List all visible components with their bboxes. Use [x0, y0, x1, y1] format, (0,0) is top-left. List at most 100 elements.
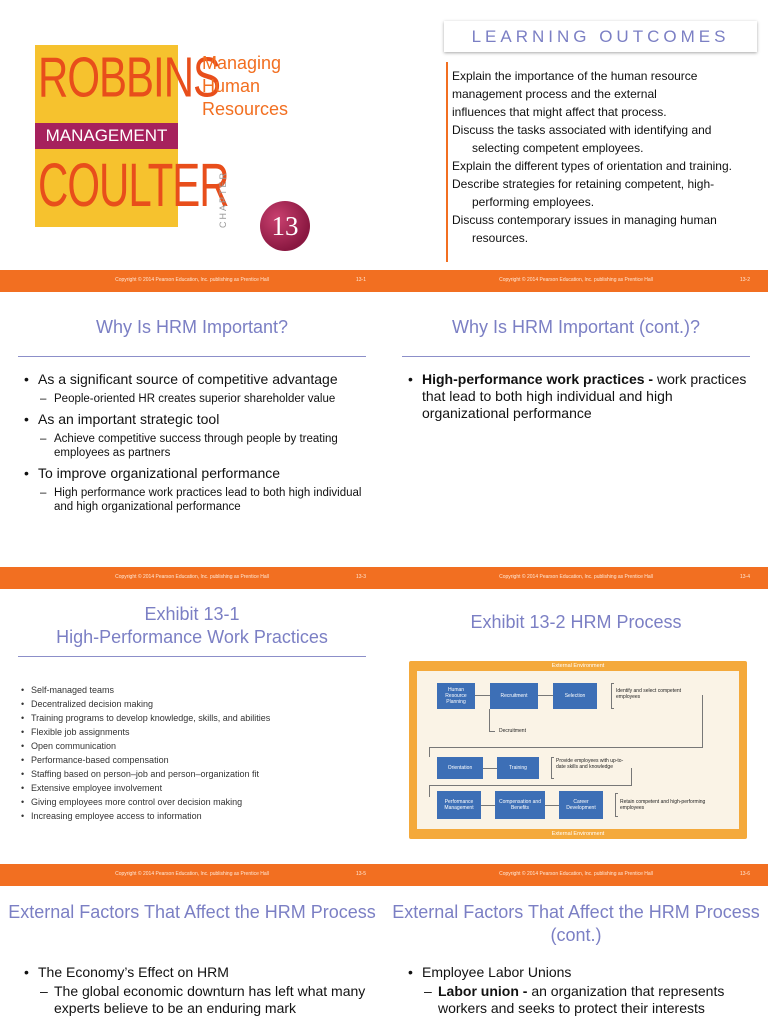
chapter-subject: Managing Human Resources — [202, 52, 288, 121]
connector — [545, 805, 559, 806]
box-compensation-benefits: Compensation and Benefits — [495, 791, 545, 819]
copyright-text: Copyright © 2014 Pearson Education, Inc.… — [115, 277, 269, 283]
box-career-development: Career Development — [559, 791, 603, 819]
connector — [481, 805, 495, 806]
subject-line: Resources — [202, 99, 289, 119]
book-band: MANAGEMENT — [35, 123, 178, 149]
connector — [429, 785, 632, 786]
slide-title: External Factors That Affect the HRM Pro… — [8, 902, 376, 922]
slide-chapter-cover: ROBBINS MANAGEMENT COULTER Managing Huma… — [0, 0, 384, 297]
box-recruitment: Recruitment — [490, 683, 538, 709]
note-provide: Provide employees with up-to-date skills… — [556, 758, 624, 770]
book-author-bottom: COULTER — [38, 150, 230, 219]
bullet-list: Employee Labor Unions Labor union - an o… — [406, 964, 750, 1022]
connector — [429, 747, 703, 748]
slide-number: 13-6 — [739, 871, 750, 877]
slide-number: 13-1 — [355, 277, 366, 283]
box-performance-management: Performance Management — [437, 791, 481, 819]
outcome-item: influences that might affect that proces… — [452, 105, 667, 119]
list-item: Flexible job assignments — [20, 725, 270, 739]
label-decruitment: Decruitment — [499, 728, 526, 734]
book-cover: ROBBINS MANAGEMENT COULTER — [35, 44, 230, 227]
list-item: Decentralized decision making — [20, 697, 270, 711]
bracket — [551, 757, 554, 779]
work-practices-list: Self-managed teams Decentralized decisio… — [20, 683, 270, 823]
slide-title: Exhibit 13-1 High-Performance Work Pract… — [56, 604, 328, 647]
term: High-performance work practices - — [422, 371, 654, 387]
definition: an organization that represents workers … — [438, 983, 725, 1016]
list-item: Self-managed teams — [20, 683, 270, 697]
title-rule — [18, 356, 366, 357]
connector — [489, 709, 490, 731]
connector — [538, 695, 553, 696]
box-training: Training — [497, 757, 539, 779]
connector — [429, 747, 430, 757]
term: Labor union - — [438, 983, 528, 999]
box-selection: Selection — [553, 683, 597, 709]
connector — [702, 695, 703, 747]
slide-external-factors-cont: External Factors That Affect the HRM Pro… — [384, 891, 768, 1024]
connector — [429, 785, 430, 797]
subject-line: Human — [202, 76, 261, 96]
sub-bullet: Labor union - an organization that repre… — [422, 983, 750, 1017]
slide-footer: Copyright © 2014 Pearson Education, Inc.… — [384, 270, 768, 292]
bullet-list: The Economy’s Effect on HRM The global e… — [22, 964, 366, 1022]
note-retain: Retain competent and high-performing emp… — [620, 799, 706, 811]
slide-footer: Copyright © 2014 Pearson Education, Inc.… — [0, 567, 384, 589]
slide-title: Why Is HRM Important (cont.)? — [451, 317, 701, 337]
slide-title: Why Is HRM Important? — [95, 317, 289, 337]
slide-number: 13-3 — [355, 574, 366, 580]
outcomes-list: Explain the importance of the human reso… — [452, 67, 758, 247]
env-label-top: External Environment — [551, 663, 605, 669]
slide-footer: Copyright © 2014 Pearson Education, Inc.… — [384, 567, 768, 589]
bullet-item: Employee Labor Unions Labor union - an o… — [406, 964, 750, 1017]
list-item: Giving employees more control over decis… — [20, 795, 270, 809]
slide-footer: Copyright © 2014 Pearson Education, Inc.… — [0, 270, 384, 292]
box-hr-planning: Human Resource Planning — [437, 683, 475, 709]
copyright-text: Copyright © 2014 Pearson Education, Inc.… — [115, 574, 269, 580]
slide-number: 13-4 — [739, 574, 750, 580]
connector — [483, 768, 497, 769]
list-item: Training programs to develop knowledge, … — [20, 711, 270, 725]
title-rule — [18, 656, 366, 657]
slide-footer: Copyright © 2014 Pearson Education, Inc.… — [384, 864, 768, 886]
env-label-bottom: External Environment — [551, 831, 605, 837]
bullet-item: As an important strategic tool Achieve c… — [22, 411, 366, 460]
diagram-canvas: Human Resource Planning Recruitment Sele… — [417, 671, 739, 829]
list-item: Increasing employee access to informatio… — [20, 809, 270, 823]
list-item: Extensive employee involvement — [20, 781, 270, 795]
outcome-item: Discuss contemporary issues in managing … — [452, 213, 717, 245]
bullet-item: High-performance work practices - work p… — [406, 371, 750, 422]
connector — [489, 731, 495, 732]
slide-title: Exhibit 13-2 HRM Process — [470, 612, 682, 632]
subject-line: Managing — [202, 53, 282, 73]
definition: work practices that lead to both high in… — [422, 371, 747, 421]
slide-number: 13-5 — [355, 871, 366, 877]
copyright-text: Copyright © 2014 Pearson Education, Inc.… — [499, 871, 653, 877]
copyright-text: Copyright © 2014 Pearson Education, Inc.… — [115, 871, 269, 877]
outcome-item: Explain the different types of orientati… — [452, 159, 732, 173]
bullet-list: High-performance work practices - work p… — [406, 371, 750, 427]
title-rule — [402, 356, 750, 357]
bracket — [615, 793, 618, 817]
bracket — [611, 683, 614, 709]
slide-why-hrm: Why Is HRM Important? As a significant s… — [0, 297, 384, 594]
note-identify: Identify and select competent employees — [616, 688, 682, 700]
chapter-number-badge: 13 — [260, 201, 310, 251]
learning-outcomes-heading: LEARNING OUTCOMES — [444, 21, 757, 52]
book-author-top: ROBBINS — [38, 44, 221, 109]
sub-bullet: People-oriented HR creates superior shar… — [38, 392, 366, 406]
list-item: Performance-based compensation — [20, 753, 270, 767]
copyright-text: Copyright © 2014 Pearson Education, Inc.… — [499, 277, 653, 283]
slide-title: External Factors That Affect the HRM Pro… — [392, 902, 760, 945]
bullet-item: As a significant source of competitive a… — [22, 371, 366, 406]
connector — [475, 695, 490, 696]
connector — [631, 768, 632, 785]
bullet-item: To improve organizational performance Hi… — [22, 465, 366, 514]
slide-why-hrm-cont: Why Is HRM Important (cont.)? High-perfo… — [384, 297, 768, 594]
hrm-process-diagram: External Environment External Environmen… — [409, 661, 747, 839]
outcomes-accent-line — [446, 62, 448, 262]
slide-number: 13-2 — [739, 277, 750, 283]
chapter-label: CHAPTER — [218, 170, 228, 228]
sub-bullet: The global economic downturn has left wh… — [38, 983, 366, 1017]
